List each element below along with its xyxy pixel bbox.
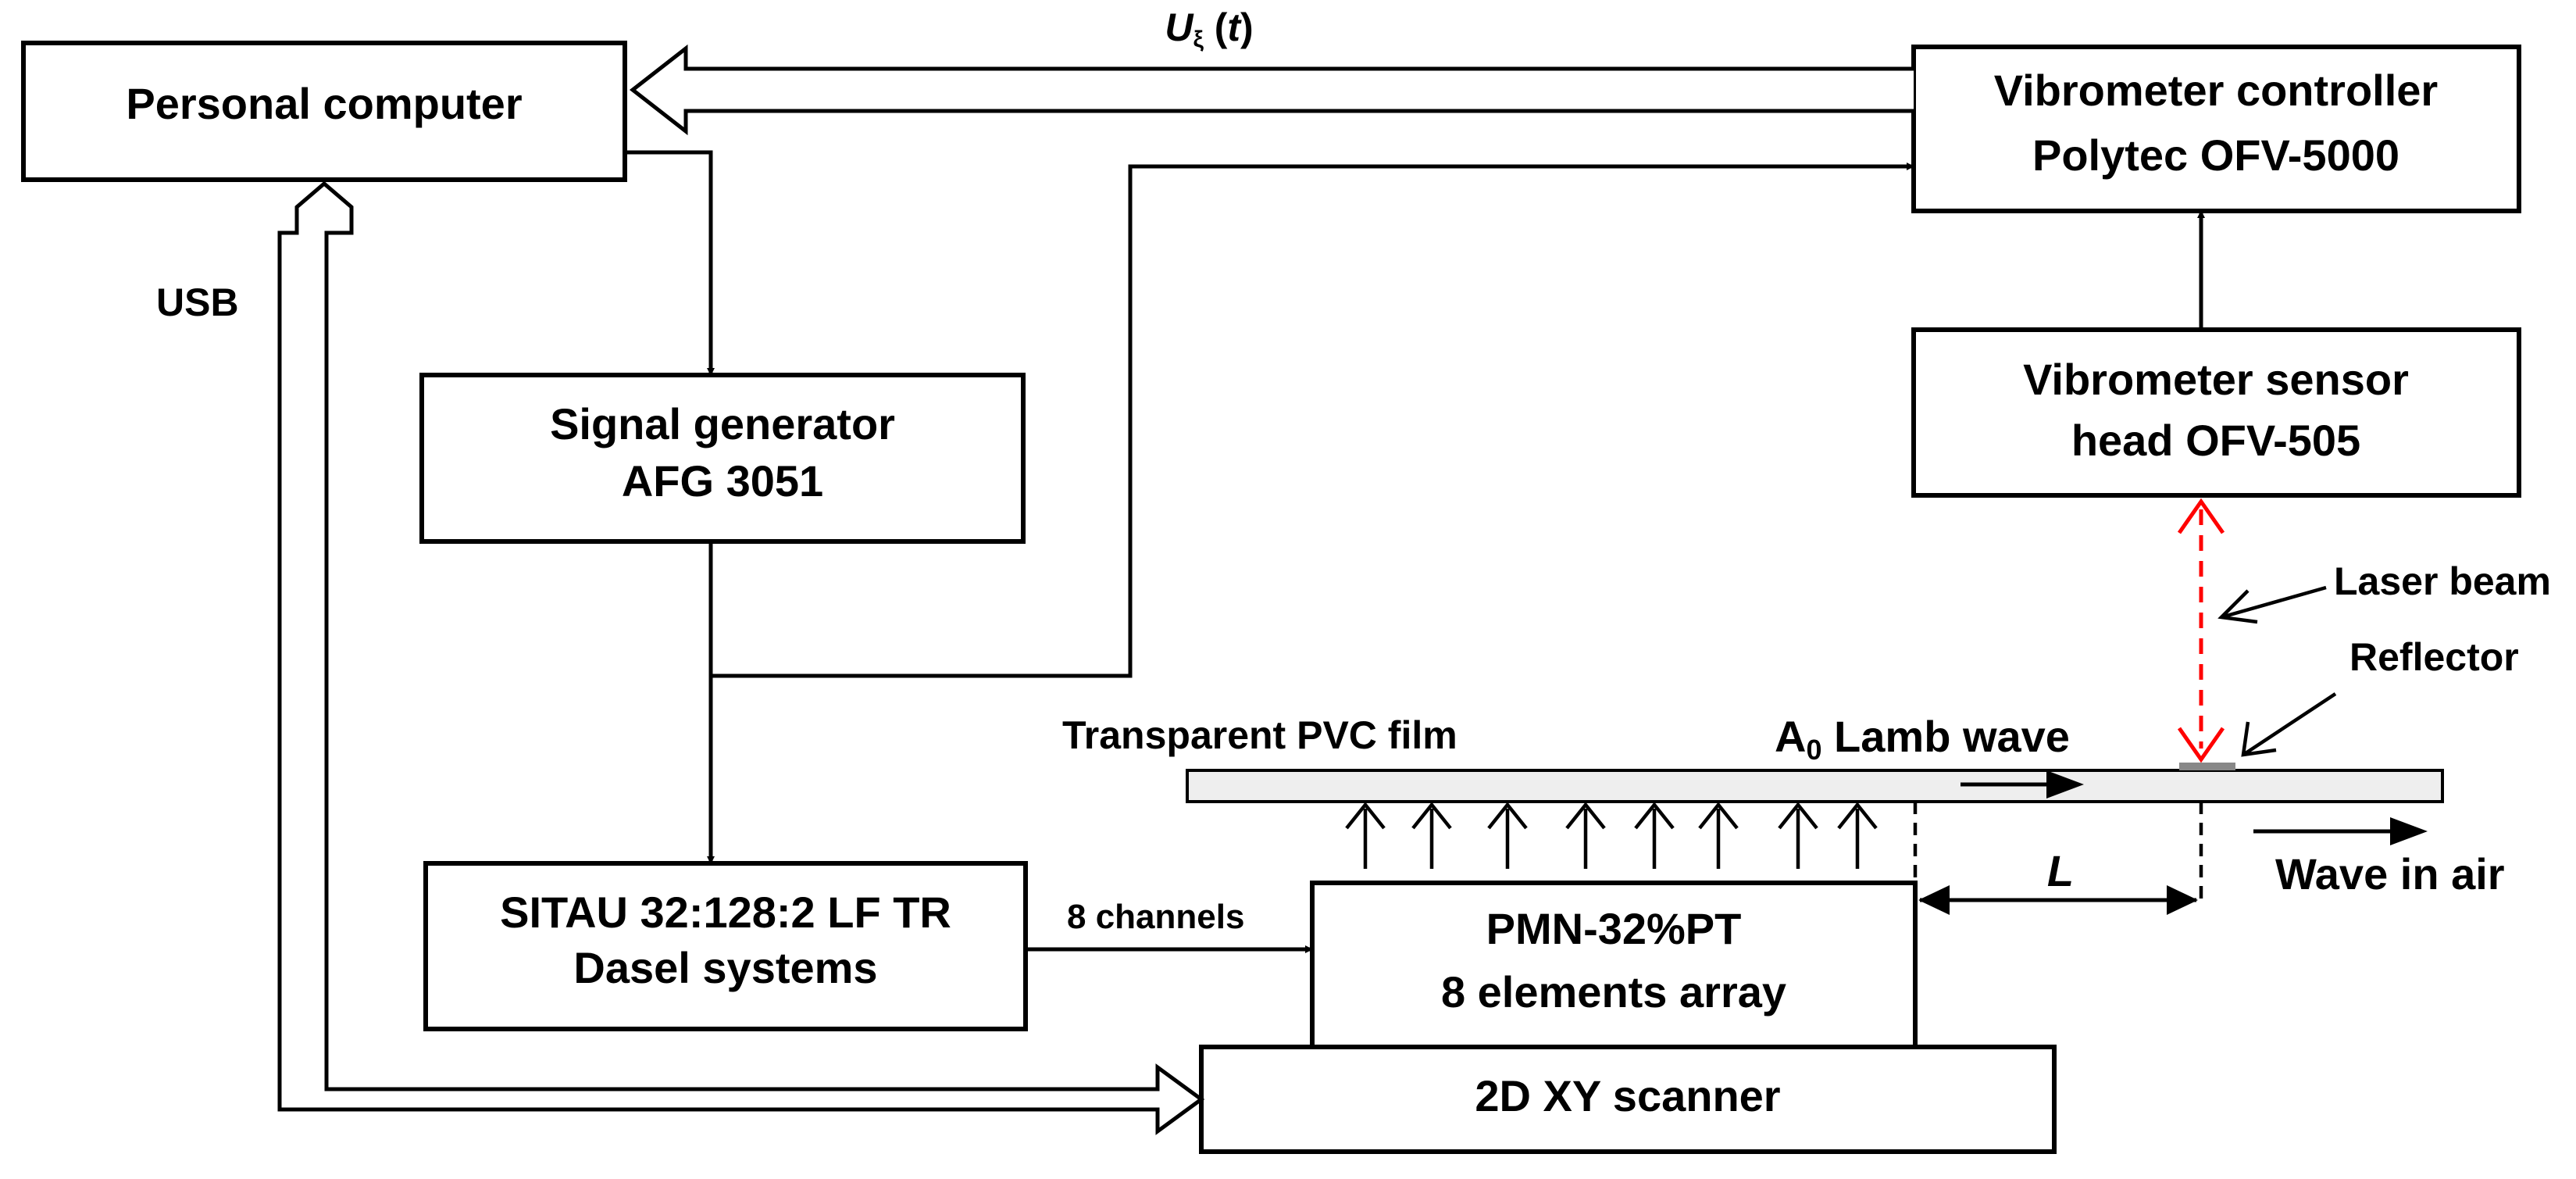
signal-generator-line1: Signal generator: [550, 399, 895, 448]
laser-beam-label: Laser beam: [2334, 559, 2551, 603]
reflector-plate: [2179, 763, 2235, 770]
sitau-line2: Dasel systems: [573, 943, 877, 992]
distance-label: L: [2047, 846, 2074, 895]
laser-arrowhead-top: [2177, 498, 2225, 534]
hollow-arrow-usb-bus: [277, 180, 1205, 1135]
lamb-wave-label: A0 Lamb wave: [1775, 712, 2070, 766]
xy-scanner-label: 2D XY scanner: [1475, 1071, 1780, 1120]
laser-pointer-arrow: [2217, 585, 2327, 624]
vibrometer-sensor-line1: Vibrometer sensor: [2023, 355, 2409, 404]
wave-in-air-arrowhead: [2390, 817, 2428, 845]
pvc-film: [1186, 769, 2444, 803]
distance-arrowhead-right: [2167, 885, 2198, 915]
personal-computer-block: Personal computer: [21, 41, 627, 182]
usb-label: USB: [156, 280, 239, 324]
signal-generator-block: Signal generator AFG 3051: [419, 373, 1026, 544]
sitau-block: SITAU 32:128:2 LF TR Dasel systems: [423, 861, 1028, 1031]
arrow-trigger-to-vibrometer: [711, 163, 1914, 678]
signal-generator-line2: AFG 3051: [622, 456, 823, 506]
vibrometer-controller-line2: Polytec OFV-5000: [2032, 130, 2399, 180]
pmn-array-line2: 8 elements array: [1441, 967, 1786, 1016]
vibrometer-controller-block: Vibrometer controller Polytec OFV-5000: [1911, 45, 2521, 213]
personal-computer-label: Personal computer: [126, 79, 522, 128]
vibrometer-sensor-line2: head OFV-505: [2071, 416, 2360, 465]
pvc-film-label: Transparent PVC film: [1062, 713, 1457, 757]
channels-label: 8 channels: [1067, 898, 1244, 936]
lamb-wave-arrowhead: [2046, 770, 2084, 799]
sitau-line1: SITAU 32:128:2 LF TR: [500, 888, 951, 937]
hollow-arrow-vibrometer-to-pc: [629, 44, 1914, 136]
vibrometer-controller-line1: Vibrometer controller: [1994, 66, 2438, 115]
laser-arrowhead-bottom: [2177, 727, 2225, 763]
distance-arrowhead-left: [1918, 885, 1950, 915]
excitation-arrows: [1345, 802, 1878, 869]
signal-label: Uξ (t): [1165, 5, 1253, 52]
reflector-label: Reflector: [2349, 635, 2519, 679]
xy-scanner-block: 2D XY scanner: [1199, 1045, 2057, 1154]
vibrometer-sensor-head-block: Vibrometer sensor head OFV-505: [1911, 327, 2521, 498]
wave-in-air-label: Wave in air: [2275, 849, 2505, 899]
reflector-pointer-arrow: [2241, 692, 2337, 757]
arrow-pc-to-signal-generator: [625, 150, 715, 376]
pmn-array-line1: PMN-32%PT: [1486, 904, 1742, 953]
pmn-array-block: PMN-32%PT 8 elements array: [1310, 881, 1918, 1049]
